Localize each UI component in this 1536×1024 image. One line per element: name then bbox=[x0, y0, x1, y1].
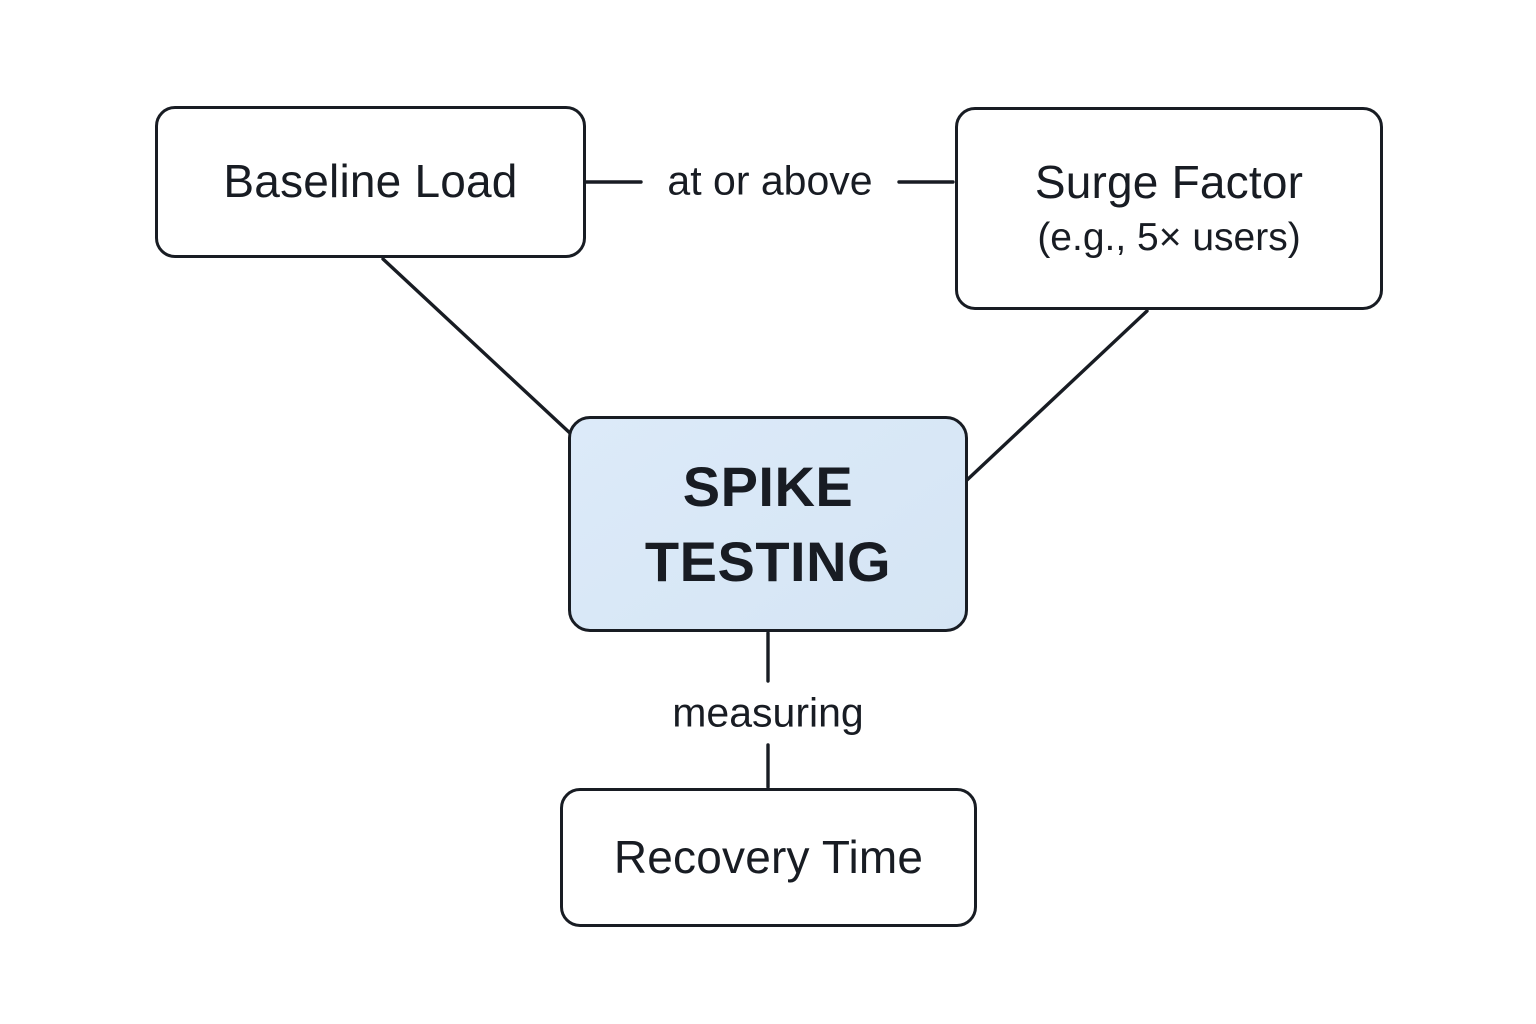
node-recovery-time: Recovery Time bbox=[560, 788, 977, 927]
node-surge-factor: Surge Factor (e.g., 5× users) bbox=[955, 107, 1383, 310]
node-surge-factor-label: Surge Factor bbox=[1034, 156, 1304, 208]
edge-label-at-or-above: at or above bbox=[667, 157, 873, 204]
edge-label-measuring: measuring bbox=[672, 689, 864, 736]
node-baseline-load: Baseline Load bbox=[155, 106, 586, 258]
node-baseline-load-label: Baseline Load bbox=[223, 155, 518, 208]
node-surge-factor-sublabel: (e.g., 5× users) bbox=[1037, 216, 1301, 260]
node-spike-testing: SPIKE TESTING bbox=[568, 416, 968, 632]
node-recovery-time-label: Recovery Time bbox=[613, 830, 924, 883]
node-spike-testing-label: SPIKE TESTING bbox=[644, 454, 892, 593]
edge-surge-spike-line bbox=[965, 309, 1149, 482]
edge-baseline-spike-line bbox=[381, 257, 573, 436]
